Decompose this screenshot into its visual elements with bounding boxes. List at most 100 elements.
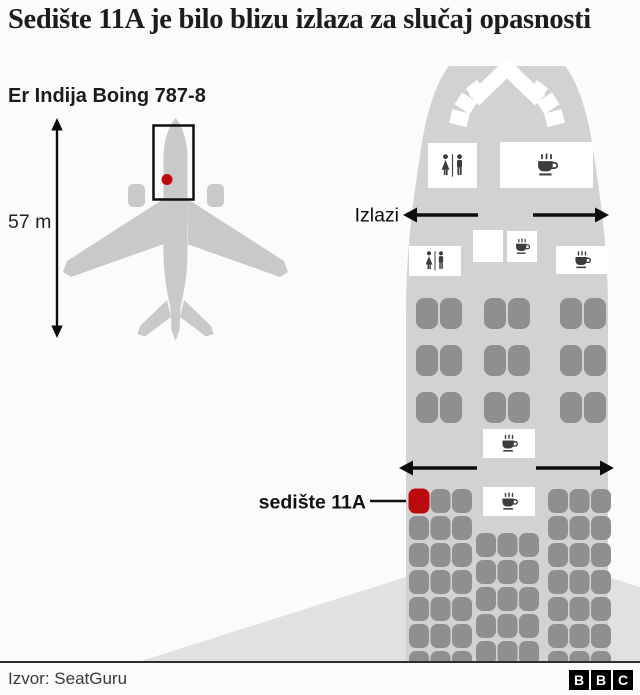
seat bbox=[519, 587, 539, 611]
seat bbox=[569, 624, 590, 648]
seat bbox=[497, 560, 518, 584]
seat bbox=[569, 489, 590, 513]
seat bbox=[584, 298, 606, 329]
seat bbox=[548, 489, 568, 513]
facilities-layer bbox=[409, 142, 608, 516]
seat bbox=[430, 489, 451, 513]
seat-11a bbox=[408, 488, 430, 514]
cockpit-windows-icon bbox=[449, 57, 565, 128]
exit-arrow-head-icon bbox=[600, 460, 614, 476]
seat bbox=[484, 298, 506, 329]
bbc-logo-block: C bbox=[613, 670, 633, 690]
seat bbox=[591, 570, 611, 594]
seat bbox=[409, 651, 429, 662]
seatmap-graphic: 57 m Izla bbox=[8, 57, 640, 662]
closet-mid-box bbox=[473, 230, 503, 262]
seat bbox=[591, 516, 611, 540]
seat bbox=[409, 624, 429, 648]
seat bbox=[497, 533, 518, 557]
seat bbox=[440, 345, 462, 376]
seat bbox=[430, 651, 451, 662]
seat bbox=[569, 597, 590, 621]
seat bbox=[548, 651, 568, 662]
seat-11a-label: sedište 11A bbox=[259, 492, 366, 514]
seat bbox=[591, 651, 611, 662]
bbc-logo-block: B bbox=[591, 670, 611, 690]
seat bbox=[476, 641, 496, 662]
seat bbox=[584, 345, 606, 376]
seat bbox=[519, 641, 539, 662]
seat bbox=[430, 570, 451, 594]
seat bbox=[508, 345, 530, 376]
seat bbox=[452, 597, 472, 621]
seat bbox=[452, 624, 472, 648]
engine-left-icon bbox=[128, 184, 145, 207]
seat-11a-marker bbox=[161, 174, 173, 185]
seat bbox=[416, 392, 438, 423]
seat bbox=[519, 614, 539, 638]
seat bbox=[548, 597, 568, 621]
seat bbox=[452, 651, 472, 662]
seat bbox=[548, 570, 568, 594]
seat bbox=[508, 298, 530, 329]
seat bbox=[416, 298, 438, 329]
seat bbox=[519, 533, 539, 557]
seat bbox=[430, 543, 451, 567]
exit-arrow-head-icon bbox=[399, 460, 413, 476]
seat bbox=[452, 570, 472, 594]
seat bbox=[440, 392, 462, 423]
seat bbox=[569, 543, 590, 567]
exit-label: Izlazi bbox=[355, 205, 399, 227]
bbc-logo: B B C bbox=[569, 670, 633, 690]
seat bbox=[409, 543, 429, 567]
seat bbox=[591, 489, 611, 513]
page-title: Sedište 11A je bilo blizu izlaza za sluč… bbox=[8, 4, 591, 35]
measure-arrow-down-icon bbox=[51, 325, 63, 338]
seat bbox=[452, 516, 472, 540]
seat bbox=[591, 624, 611, 648]
wing-left bbox=[138, 577, 406, 662]
seat bbox=[416, 345, 438, 376]
measure-arrow-up-icon bbox=[51, 118, 63, 131]
length-measure: 57 m bbox=[8, 118, 63, 338]
seat bbox=[508, 392, 530, 423]
seat bbox=[409, 516, 429, 540]
bbc-logo-block: B bbox=[569, 670, 589, 690]
seat bbox=[476, 560, 496, 584]
seat bbox=[591, 597, 611, 621]
seat bbox=[430, 516, 451, 540]
subtitle: Er Indija Boing 787-8 bbox=[8, 85, 206, 107]
seat bbox=[548, 624, 568, 648]
seat bbox=[584, 392, 606, 423]
seat bbox=[484, 392, 506, 423]
seatmap: Izlazi sedište 11A bbox=[138, 57, 640, 662]
seat bbox=[452, 489, 472, 513]
engine-right-icon bbox=[207, 184, 224, 207]
seat bbox=[409, 570, 429, 594]
plane-silhouette-icon bbox=[63, 118, 288, 341]
seat bbox=[548, 516, 568, 540]
seat bbox=[484, 345, 506, 376]
exit-arrow-head-icon bbox=[595, 207, 609, 223]
seat bbox=[497, 614, 518, 638]
plane-top-view bbox=[63, 118, 288, 341]
seat bbox=[476, 587, 496, 611]
wing-right bbox=[608, 577, 640, 662]
seat bbox=[560, 345, 582, 376]
seat bbox=[430, 624, 451, 648]
seat bbox=[409, 597, 429, 621]
seat bbox=[560, 392, 582, 423]
seat bbox=[519, 560, 539, 584]
seat bbox=[569, 516, 590, 540]
inspection-rect bbox=[152, 124, 195, 201]
seat bbox=[548, 543, 568, 567]
seat bbox=[569, 570, 590, 594]
footer-divider bbox=[0, 661, 640, 663]
seats-layer bbox=[408, 298, 611, 662]
seat bbox=[476, 614, 496, 638]
length-label: 57 m bbox=[8, 211, 51, 233]
seat bbox=[497, 587, 518, 611]
seat bbox=[440, 298, 462, 329]
seat bbox=[497, 641, 518, 662]
